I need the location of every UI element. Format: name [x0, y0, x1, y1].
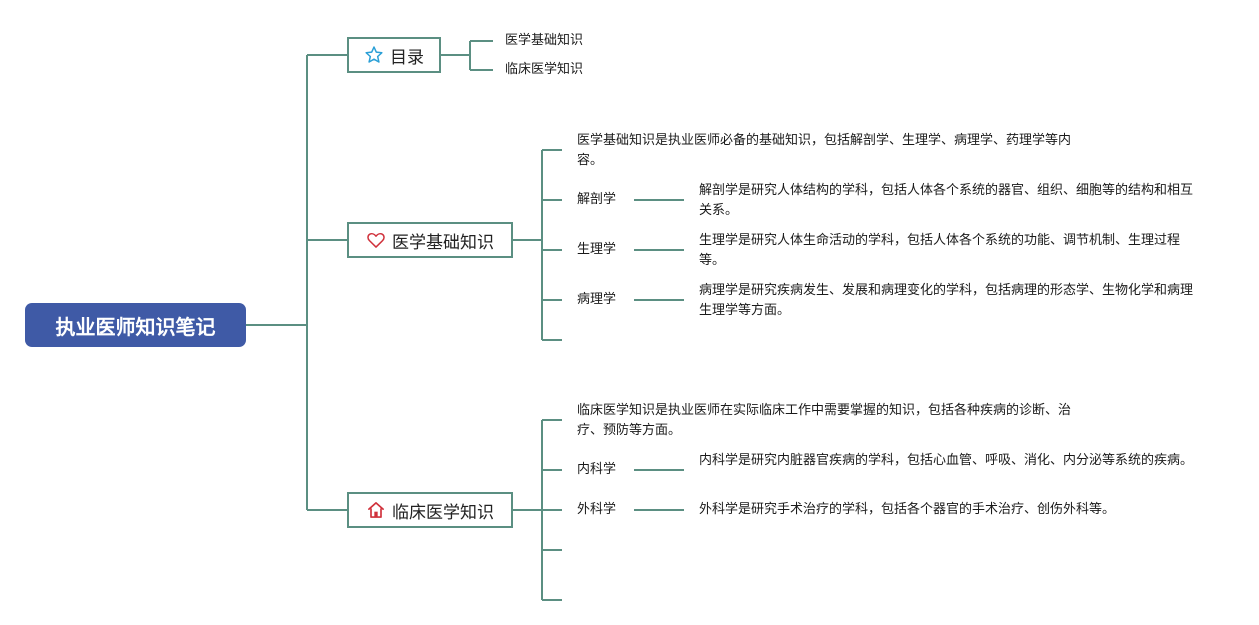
topic-surgery-desc: 外科学是研究手术治疗的学科，包括各个器官的手术治疗、创伤外科等。 — [699, 502, 1116, 517]
topic-anatomy[interactable]: 解剖学 — [577, 192, 617, 207]
branch-clinical-label: 临床医学知识 — [392, 502, 494, 523]
root-node[interactable]: 执业医师知识笔记 — [25, 303, 246, 347]
topic-pathology-desc: 病理学是研究疾病发生、发展和病理变化的学科，包括病理的形态学、生物化学和病理生理… — [699, 283, 1194, 318]
branch-toc[interactable]: 目录 — [347, 37, 441, 73]
star-icon — [364, 45, 384, 65]
topic-surgery[interactable]: 外科学 — [577, 502, 617, 517]
topic-anatomy-desc: 解剖学是研究人体结构的学科，包括人体各个系统的器官、组织、细胞等的结构和相互关系… — [699, 183, 1194, 218]
toc-item[interactable]: 医学基础知识 — [505, 33, 584, 48]
heart-icon — [366, 230, 386, 250]
topic-pathology[interactable]: 病理学 — [577, 292, 617, 307]
home-icon — [366, 500, 386, 520]
root-title: 执业医师知识笔记 — [55, 314, 216, 339]
topic-physiology-desc: 生理学是研究人体生命活动的学科，包括人体各个系统的功能、调节机制、生理过程等。 — [699, 233, 1181, 268]
topic-physiology[interactable]: 生理学 — [577, 242, 617, 257]
basic-intro: 医学基础知识是执业医师必备的基础知识，包括解剖学、生理学、病理学、药理学等内容。 — [577, 133, 1072, 168]
topic-internal-medicine-desc: 内科学是研究内脏器官疾病的学科，包括心血管、呼吸、消化、内分泌等系统的疾病。 — [699, 453, 1194, 468]
topic-internal-medicine[interactable]: 内科学 — [577, 462, 617, 477]
branch-clinical[interactable]: 临床医学知识 — [347, 492, 513, 528]
toc-item[interactable]: 临床医学知识 — [505, 62, 584, 77]
branch-basic[interactable]: 医学基础知识 — [347, 222, 513, 258]
branch-basic-label: 医学基础知识 — [392, 232, 494, 253]
clinical-intro: 临床医学知识是执业医师在实际临床工作中需要掌握的知识，包括各种疾病的诊断、治疗、… — [577, 403, 1072, 438]
branch-toc-label: 目录 — [390, 47, 424, 68]
